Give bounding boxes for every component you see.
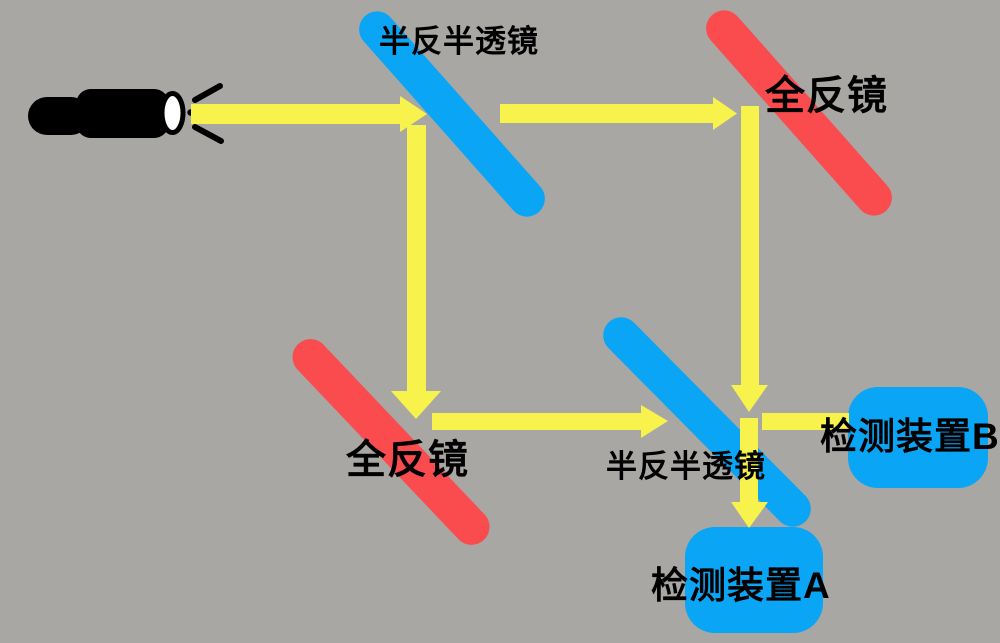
beam-splitter-bottom-label: 半反半透镜: [606, 449, 766, 484]
beam-splitter-top-label: 半反半透镜: [379, 24, 539, 59]
mirror-bottom-left-label: 全反镜: [346, 438, 469, 482]
detector-a-box: [685, 527, 823, 633]
flashlight-icon: [28, 83, 224, 144]
beam-splitter-bottom-down-to-detector-a: [731, 418, 768, 528]
beam-mirror-bottom-to-splitter-bottom: [432, 405, 668, 438]
beam-splitter-top-to-mirror-top: [500, 97, 737, 130]
mirror-top-right-label: 全反镜: [765, 74, 888, 118]
beam-splitter-top-down-to-mirror-bottom: [391, 125, 441, 419]
beam-mirror-top-down-to-splitter-bottom: [731, 106, 768, 412]
detector-b-box: [848, 387, 988, 488]
detector-a-label: 检测装置A: [651, 565, 831, 606]
beam-splitter-bottom-to-detector-b: [762, 413, 849, 430]
detector-b-label: 检测装置B: [820, 416, 1000, 457]
beam-source-to-splitter-top: [191, 96, 427, 132]
